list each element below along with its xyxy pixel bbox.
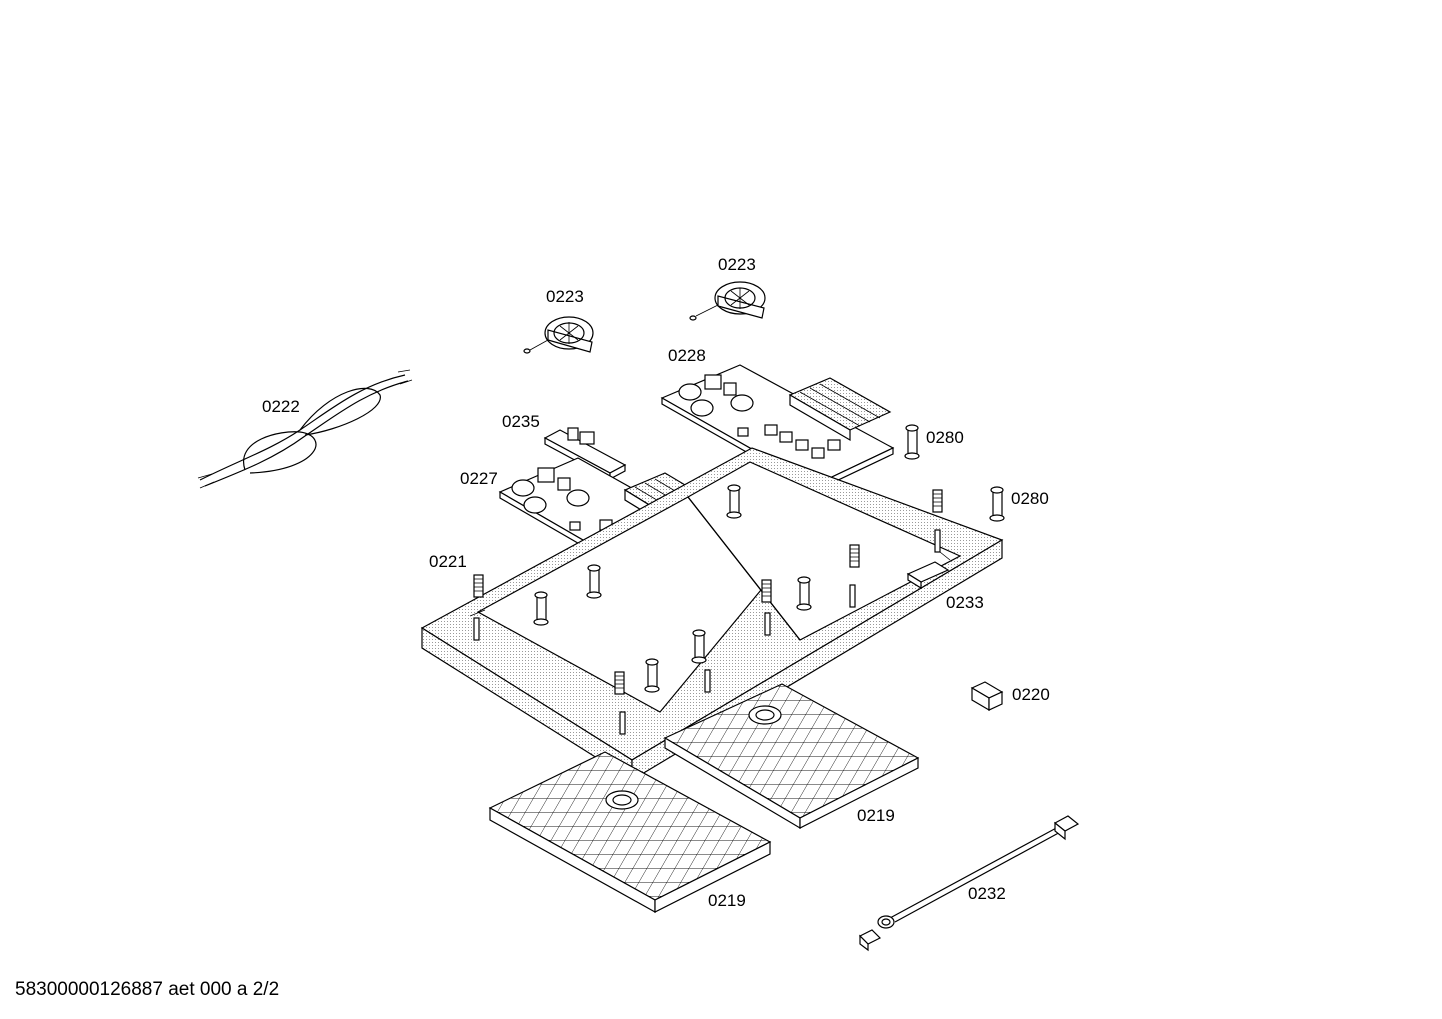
label-foot-top: 0280 <box>926 428 964 447</box>
label-small-board: 0235 <box>502 412 540 431</box>
standoffs <box>533 424 1005 693</box>
label-foot-side: 0280 <box>1011 489 1049 508</box>
spring-left <box>473 574 484 598</box>
frame-bracket <box>906 561 950 590</box>
label-tray-right: 0219 <box>857 806 895 825</box>
standoff <box>691 629 707 664</box>
fan-unit-left <box>523 316 594 354</box>
spring-mid <box>761 579 772 603</box>
part-labels: 0223 0223 0228 0222 0235 0227 0221 0280 … <box>262 255 1050 910</box>
standoff <box>644 658 660 693</box>
label-fan-right: 0223 <box>718 255 756 274</box>
standoff <box>726 484 742 519</box>
spring-mid-front <box>614 671 625 695</box>
document-code: 58300000126887 aet 000 a 2/2 <box>15 979 280 1000</box>
spring-far-right <box>932 489 943 513</box>
foot-0280-top <box>904 424 920 460</box>
cable-assembly <box>858 815 1080 952</box>
springs-and-pegs <box>473 489 943 735</box>
standoff <box>586 564 602 599</box>
label-cable: 0232 <box>968 884 1006 903</box>
tray-left <box>488 751 772 914</box>
standoff <box>796 576 812 611</box>
standoff <box>533 591 549 626</box>
label-module-left: 0227 <box>460 469 498 488</box>
label-connector: 0220 <box>1012 685 1050 704</box>
foot-0280-side <box>989 486 1005 522</box>
connector-block <box>970 681 1004 712</box>
label-module-right: 0228 <box>668 346 706 365</box>
label-tray-left: 0219 <box>708 891 746 910</box>
cable-bundle <box>197 369 413 489</box>
label-cable-bundle: 0222 <box>262 397 300 416</box>
label-spring: 0221 <box>429 552 467 571</box>
fan-unit-right <box>689 281 766 321</box>
label-fan-left: 0223 <box>546 287 584 306</box>
tray-right <box>663 683 920 830</box>
label-frame-bracket: 0233 <box>946 593 984 612</box>
spring-right <box>849 544 860 568</box>
